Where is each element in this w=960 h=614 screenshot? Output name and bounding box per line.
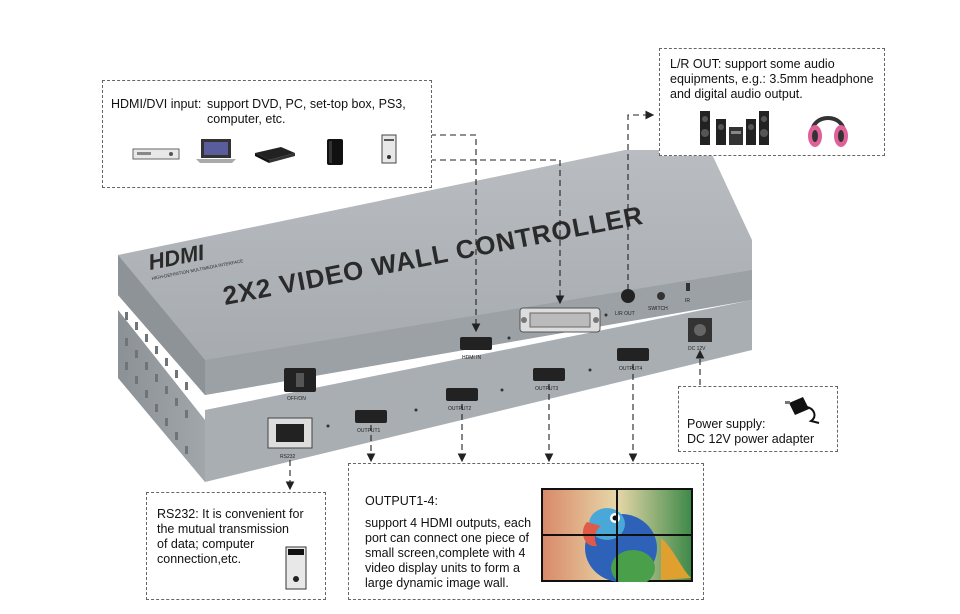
svg-text:DC 12V: DC 12V xyxy=(688,346,706,352)
ps3-icon xyxy=(327,139,343,165)
device-left-side xyxy=(118,255,205,395)
lr-out-callout: L/R OUT: support some audio equipments, … xyxy=(659,48,885,156)
hdmi-input-text: support DVD, PC, set-top box, PS3, compu… xyxy=(207,97,406,126)
dc-power-port: DC 12V xyxy=(688,318,712,352)
outputs-title: OUTPUT1-4: xyxy=(365,494,438,508)
power-text: Power supply: DC 12V power adapter xyxy=(687,417,815,446)
dvi-port xyxy=(519,307,601,333)
speaker-system-icon xyxy=(700,111,769,145)
hdmi-input-label: HDMI/DVI input: xyxy=(111,97,202,111)
svg-text:OUTPUT3: OUTPUT3 xyxy=(535,386,559,392)
svg-text:SWITCH: SWITCH xyxy=(648,306,668,312)
hdmi-input-callout: HDMI/DVI input: support DVD, PC, set-top… xyxy=(102,80,432,188)
switch-button: SWITCH xyxy=(648,292,668,312)
svg-text:L/R OUT: L/R OUT xyxy=(615,311,635,317)
laptop-icon xyxy=(196,139,236,163)
svg-text:HDMI IN: HDMI IN xyxy=(462,355,482,361)
svg-text:IR: IR xyxy=(685,298,690,304)
rs232-callout: RS232: It is convenient for the mutual t… xyxy=(146,492,326,600)
pc-tower-icon xyxy=(381,134,397,164)
svg-text:OFF/ON: OFF/ON xyxy=(287,396,306,402)
device-lower-left xyxy=(118,310,205,482)
device-upper-front xyxy=(205,270,752,395)
headphone-icon xyxy=(808,116,848,147)
set-top-box-icon xyxy=(255,147,295,163)
outputs-callout: OUTPUT1-4: support 4 HDMI outputs, each … xyxy=(348,463,704,600)
svg-text:OUTPUT2: OUTPUT2 xyxy=(448,406,472,412)
rs232-text: RS232: It is convenient for the mutual t… xyxy=(157,507,304,566)
hdmi-in-port: HDMI IN xyxy=(460,337,492,361)
output4-port: OUTPUT4 xyxy=(617,348,649,372)
device-top-surface xyxy=(118,150,752,395)
vent-holes xyxy=(125,312,188,454)
device-rear-panel xyxy=(205,300,752,482)
output3-port: OUTPUT3 xyxy=(533,368,565,392)
ir-sensor: IR xyxy=(685,283,690,304)
arrow-input-to-hdmi xyxy=(430,134,481,333)
power-callout: Power supply: DC 12V power adapter xyxy=(678,386,838,452)
video-wall-image xyxy=(541,488,693,582)
power-switch: OFF/ON xyxy=(284,368,316,402)
indicator-dots xyxy=(326,313,608,428)
output2-port: OUTPUT2 xyxy=(446,388,478,412)
lr-out-jack: L/R OUT xyxy=(615,289,635,317)
svg-text:RS232: RS232 xyxy=(280,454,296,460)
lr-out-text: L/R OUT: support some audio equipments, … xyxy=(670,57,874,101)
dvd-player-icon xyxy=(132,148,180,160)
outputs-text: support 4 HDMI outputs, each port can co… xyxy=(365,516,532,590)
computer-tower-icon xyxy=(285,546,307,590)
arrow-lrout-to-box xyxy=(627,110,655,290)
arrow-input-to-dvi xyxy=(430,159,565,305)
svg-text:OUTPUT4: OUTPUT4 xyxy=(619,366,643,372)
output1-port: OUTPUT1 xyxy=(355,410,387,434)
rs232-port: RS232 xyxy=(267,417,313,460)
svg-text:OUTPUT1: OUTPUT1 xyxy=(357,428,381,434)
power-adapter-icon xyxy=(785,397,820,424)
